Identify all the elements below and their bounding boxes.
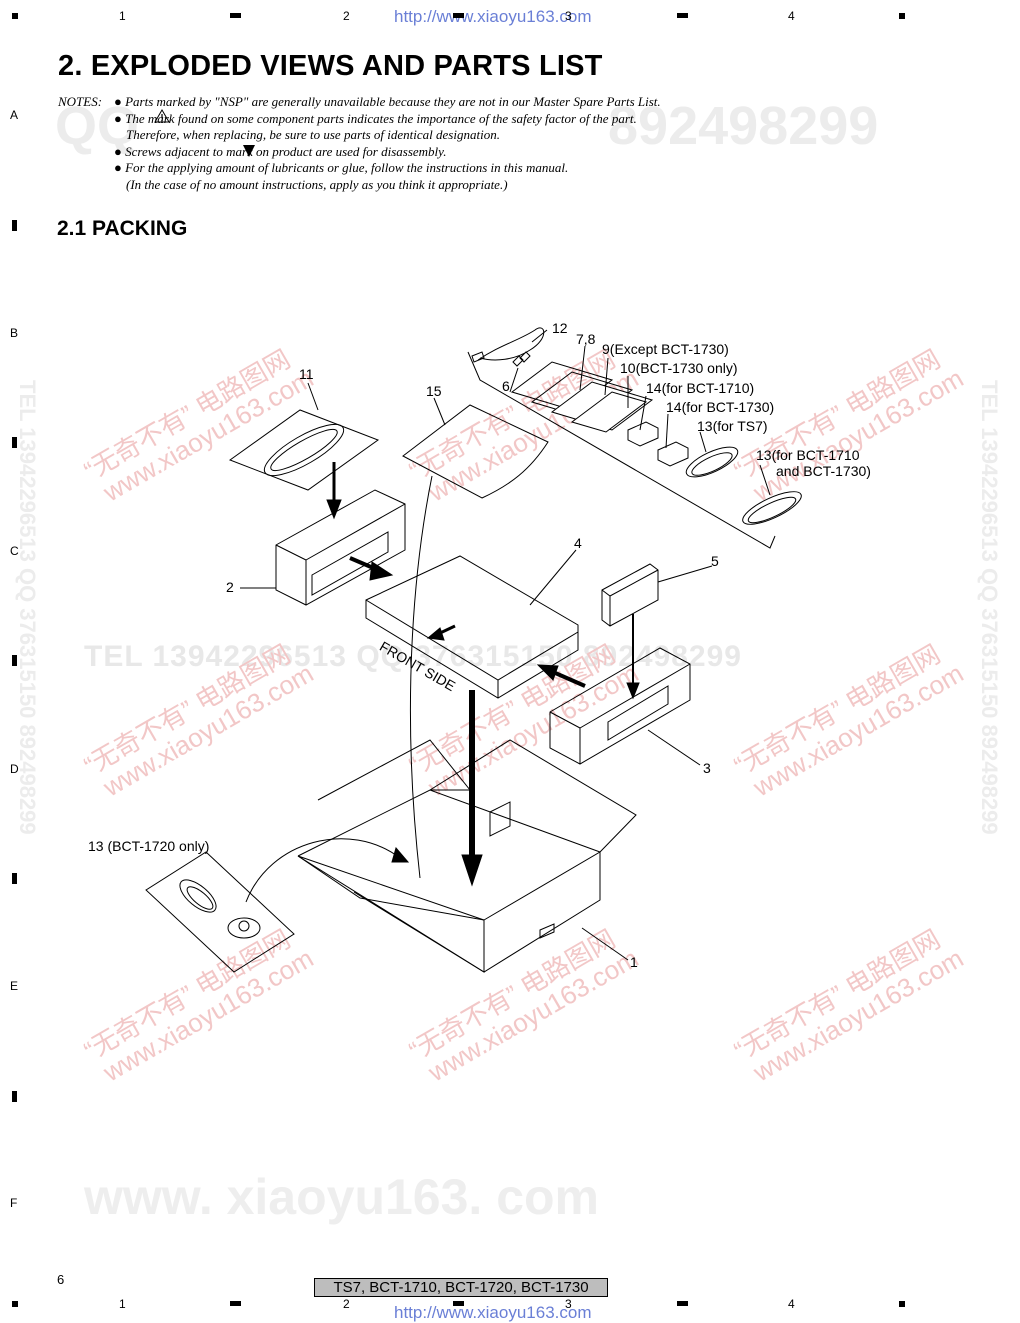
row-letter-e: E	[10, 979, 19, 993]
callout-13-bct1720: 13 (BCT-1720 only)	[88, 838, 210, 854]
column-tick	[677, 13, 688, 18]
page-number: 6	[57, 1272, 65, 1287]
note-item: ● Screws adjacent to mark on product are…	[114, 143, 447, 159]
down-triangle-icon	[243, 145, 255, 157]
column-number-3: 3	[565, 1297, 572, 1311]
callout-10: 10(BCT-1730 only)	[620, 360, 738, 376]
callout-13-bct1710: 13(for BCT-1710	[756, 447, 860, 463]
callout-1: 1	[630, 954, 638, 970]
column-number-1: 1	[119, 9, 126, 23]
watermark-qq: QQ	[55, 96, 140, 156]
column-number-3: 3	[565, 9, 572, 23]
column-tick	[453, 13, 464, 18]
adapter-icon	[627, 421, 659, 447]
callout-14-bct1710: 14(for BCT-1710)	[646, 380, 755, 396]
adapter-icon	[657, 441, 689, 467]
column-tick	[453, 1301, 464, 1306]
row-tick	[12, 655, 17, 666]
watermark-url-top: http://www.xiaoyu163.com	[394, 7, 592, 26]
callout-5: 5	[711, 553, 719, 569]
callout-2: 2	[226, 579, 234, 595]
callout-3: 3	[703, 760, 711, 776]
cable-bag	[145, 851, 295, 973]
row-tick	[12, 437, 17, 448]
main-unit-box	[365, 555, 579, 699]
footer-model-list: TS7, BCT-1710, BCT-1720, BCT-1730	[314, 1278, 608, 1297]
row-letter-a: A	[10, 108, 19, 122]
row-letter-f: F	[10, 1196, 18, 1210]
left-foam-pad	[275, 489, 406, 606]
notes-label: NOTES:	[58, 94, 103, 109]
column-number-4: 4	[788, 1297, 795, 1311]
callout-4: 4	[574, 535, 582, 551]
note-item: ● For the applying amount of lubricants …	[114, 160, 569, 176]
row-tick	[12, 873, 17, 884]
leader-line	[531, 329, 548, 343]
column-tick	[230, 1301, 241, 1306]
callout-9: 9(Except BCT-1730)	[602, 341, 729, 357]
callout-13-ts7: 13(for TS7)	[697, 418, 768, 434]
watermark-tel: TEL 13942296513 QQ 376315150 892498299	[84, 640, 742, 673]
watermark-big-site: www. xiaoyu163. com	[84, 1169, 600, 1225]
note-item: ● The mark found on some component parts…	[114, 110, 637, 126]
row-tick	[12, 1091, 17, 1102]
watermark-url-bottom: http://www.xiaoyu163.com	[394, 1303, 592, 1322]
power-cord-icon	[477, 327, 545, 361]
column-number-2: 2	[343, 9, 350, 23]
watermark-qq-number: 892498299	[608, 96, 879, 156]
column-number-2: 2	[343, 1297, 350, 1311]
row-letter-b: B	[10, 326, 19, 340]
callout-6: 6	[502, 378, 510, 394]
callout-14-bct1730: 14(for BCT-1730)	[666, 399, 775, 415]
column-tick	[230, 13, 241, 18]
cable-coil-icon	[685, 446, 739, 478]
ac-adapter-icon	[227, 917, 261, 939]
right-foam-pad	[549, 647, 691, 765]
row-letter-d: D	[10, 762, 19, 776]
plug-icon	[471, 351, 485, 363]
document-sheet	[510, 361, 614, 411]
note-item-continued: (In the case of no amount instructions, …	[126, 177, 508, 192]
callout-7-8: 7,8	[576, 331, 596, 347]
callout-12: 12	[552, 320, 568, 336]
carton-flap	[429, 739, 637, 853]
cable-coil-icon	[742, 491, 802, 525]
remote-bag	[228, 409, 380, 491]
corner-mark	[899, 1301, 905, 1307]
small-parts-icon	[512, 351, 531, 367]
callout-13-bct1730: and BCT-1730)	[776, 463, 871, 479]
carton-box	[297, 855, 485, 973]
corner-mark	[899, 13, 905, 19]
row-tick	[12, 220, 17, 231]
page-title: 2. EXPLODED VIEWS AND PARTS LIST	[58, 50, 603, 82]
column-tick	[677, 1301, 688, 1306]
corner-mark	[12, 13, 18, 19]
foam-block-5	[601, 563, 659, 627]
note-item-continued: Therefore, when replacing, be sure to us…	[126, 127, 500, 143]
callout-11: 11	[299, 366, 314, 382]
accessory-tray-outline	[467, 351, 776, 549]
carton-flap	[317, 739, 472, 801]
section-heading: 2.1 PACKING	[57, 217, 188, 240]
row-letter-c: C	[10, 544, 19, 558]
note-item: ● Parts marked by "NSP" are generally un…	[114, 94, 661, 109]
protective-bag	[402, 404, 549, 499]
callout-15: 15	[426, 383, 442, 399]
column-number-4: 4	[788, 9, 795, 23]
cable-coil-icon	[179, 879, 217, 913]
column-number-1: 1	[119, 1297, 126, 1311]
remote-control-icon	[263, 423, 345, 477]
corner-mark	[12, 1301, 18, 1307]
warning-triangle-icon	[154, 109, 170, 123]
